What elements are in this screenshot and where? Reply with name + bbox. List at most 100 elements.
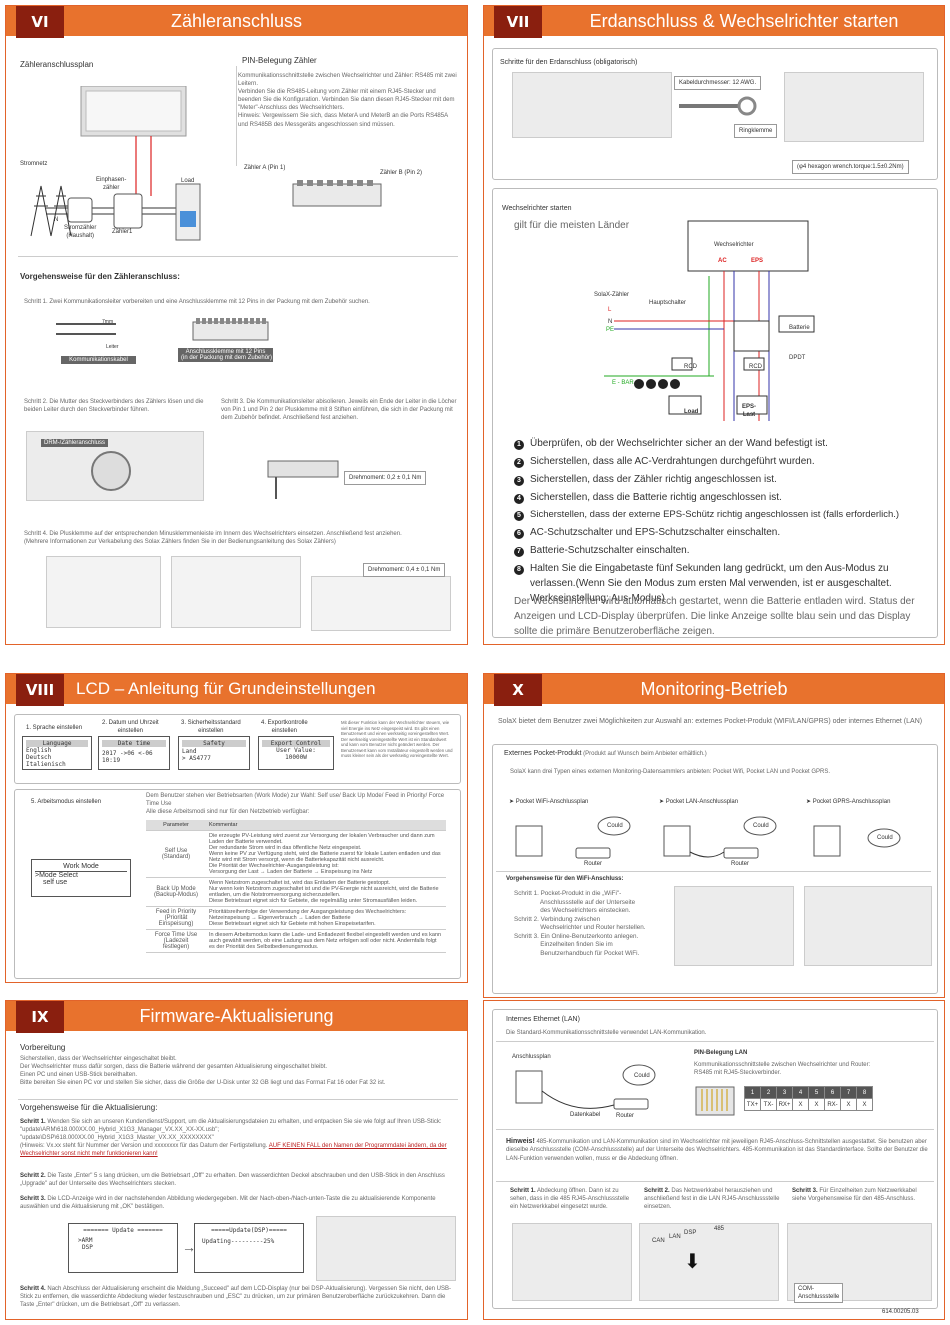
cloud-label-3: Could: [877, 835, 893, 841]
pin-text: Kommunikationsschnittstelle zwischen Wec…: [238, 73, 457, 128]
table-row: Back Up Mode (Backup-Modus)Wenn Netzstro…: [146, 877, 446, 907]
panel-meter-connection: VI Zähleranschluss Zähleranschlussplan P…: [5, 5, 468, 645]
section-number: VI: [16, 6, 64, 38]
port-485-label: 485: [714, 1226, 725, 1232]
wifi-plan-label: ➤ Pocket WiFi-Anschlussplan: [509, 799, 589, 805]
section-number: X: [494, 674, 542, 706]
pin-b-label: Zähler B (Pin 2): [380, 170, 423, 176]
lan-note: Hinweis! 485-Kommunikation und LAN-Kommu…: [506, 1138, 928, 1162]
terminal-12-pin-image: [192, 318, 269, 341]
rj45-plug-image: [695, 1086, 735, 1116]
lan-step2-image: [639, 1223, 779, 1301]
router-label-2: Router: [731, 861, 750, 867]
panel-header: IX Firmware-Aktualisierung: [6, 1001, 467, 1033]
doc-id: 614.00205.03: [882, 1309, 919, 1315]
meter-wiring-diagram: [30, 86, 201, 241]
wifi-steps: Schritt 1. Pocket-Produkt in die „WiFi"-…: [514, 890, 646, 957]
lan-plan-label: ➤ Pocket LAN-Anschlussplan: [659, 799, 739, 805]
router-label-1: Router: [584, 861, 603, 867]
dsp-label: DSP: [684, 1230, 697, 1236]
update-step4: Schritt 4. Nach Abschluss der Aktualisie…: [20, 1286, 452, 1309]
section-title: Erdanschluss & Wechselrichter starten: [589, 11, 899, 31]
upgrade-port-image: [316, 1216, 456, 1281]
ring-terminal-label: Ringklemme: [734, 124, 778, 139]
rcd-label-2: RCD: [749, 364, 762, 370]
step-work-mode-label: 5. Arbeitsmodus einstellen: [31, 799, 102, 805]
rcd-label-1: RCD: [684, 364, 697, 370]
cable-label: Kommunikationskabel: [61, 356, 136, 364]
update-select-screen: ======= Update ======= >ARM DSP: [68, 1223, 178, 1273]
external-pocket-box: [492, 744, 938, 994]
lan-box: [492, 1009, 938, 1309]
work-mode-intro: Dem Benutzer stehen vier Betriebsarten (…: [146, 793, 445, 816]
procedure-title: Vorgehensweise für den Zähleranschluss:: [20, 272, 180, 281]
wifi-plug-image-1: [674, 886, 794, 966]
arrow-down-icon: ⬇: [684, 1251, 701, 1273]
panel-header: VIII LCD – Anleitung für Grundeinstellun…: [6, 674, 467, 706]
panel-monitoring: X Monitoring-Betrieb SolaX bietet dem Be…: [483, 673, 945, 998]
pin-title: PIN-Belegung Zähler: [242, 56, 317, 65]
cloud-label: Could: [634, 1073, 650, 1079]
language-screen: Language English Deutsch Italienisch: [22, 736, 92, 770]
ac-label: AC: [718, 258, 727, 264]
lan-plan-diagram: [515, 1064, 656, 1110]
load-label: Load: [684, 409, 699, 415]
safety-screen: Safety Land > AS4777: [178, 736, 250, 770]
cloud-label-1: Could: [607, 823, 623, 829]
wifi-proc-title: Vorgehensweise für den WiFi-Anschluss:: [506, 876, 624, 882]
com-port-label: COM- Anschlussstelle: [794, 1283, 844, 1304]
torque2-label: Drehmoment: 0,4 ± 0,1 Nm: [363, 563, 446, 578]
can-label: CAN: [652, 1238, 665, 1244]
lan-title: Internes Ethernet (LAN): [506, 1016, 580, 1023]
panel-lcd-settings: VIII LCD – Anleitung für Grundeinstellun…: [5, 673, 468, 983]
table-row: Force Time Use (Ladezeit festlegen)In di…: [146, 929, 446, 953]
neutral-label: N: [54, 217, 59, 223]
cloud-label-2: Could: [753, 823, 769, 829]
earth-inverter-image: [512, 72, 672, 138]
load-label: Load: [181, 178, 195, 184]
stripped-wire-terminal-image: [267, 460, 339, 499]
meter1-label: Zähler1: [112, 229, 133, 235]
step-export-label: 4. Exportkontrolle einstellen: [261, 720, 308, 735]
eps-label: EPS: [751, 258, 764, 264]
panel-header: X Monitoring-Betrieb: [484, 674, 944, 706]
lan-text: Die Standard-Kommunikationsschnittstelle…: [506, 1030, 707, 1036]
router-label: Router: [616, 1113, 635, 1119]
section-number: VII: [494, 6, 542, 38]
grid-meter-label: Stromzähler (Haushalt): [64, 225, 97, 240]
step4-text: Schritt 4. Die Plusklemme auf der entspr…: [24, 531, 402, 546]
step4-image-3: [311, 576, 451, 631]
step4-image-2: [171, 556, 301, 628]
lan-step2: Schritt 2. Das Netzwerkkabel herausziehe…: [644, 1188, 780, 1211]
pin-lan-title: PIN-Belegung LAN: [694, 1050, 748, 1056]
table-row: Self Use (Standard)Die erzeugte PV-Leist…: [146, 830, 446, 878]
column-header: Parameter: [146, 820, 206, 831]
lan-step3: Schritt 3. Für Einzelheiten zum Netzwerk…: [792, 1188, 917, 1203]
eps-load-label: EPS- Last: [742, 404, 757, 419]
table-row: Feed in Priority (Priorität Einspeisung)…: [146, 906, 446, 930]
start-final-note: Der Wechselrichter wird automatisch gest…: [514, 596, 915, 637]
pocket-plans-diagram: [515, 816, 901, 859]
lan-step1: Schritt 1. Abdeckung öffnen. Dann ist zu…: [510, 1188, 630, 1211]
update-step1: Schritt 1. Wenden Sie sich an unseren Ku…: [20, 1119, 447, 1158]
earth-wrench-image: [784, 72, 924, 142]
step-language-label: 1. Sprache einstellen: [26, 725, 83, 731]
export-note: Mit dieser Funktion kann der Wechselrich…: [341, 720, 453, 759]
external-pocket-text: SolaX kann drei Typen eines externen Mon…: [510, 769, 831, 775]
meter-pin-connector: [292, 180, 382, 207]
panel-lan: Internes Ethernet (LAN) Die Standard-Kom…: [483, 1000, 945, 1320]
lan-port-label: LAN: [669, 1234, 681, 1240]
ring-terminal-image: [679, 96, 757, 116]
applies-note: gilt für die meisten Länder: [514, 220, 630, 231]
plan-title: Zähleranschlussplan: [20, 60, 94, 69]
ebar-label: E - BAR: [612, 380, 634, 386]
section-number: VIII: [16, 674, 64, 706]
pin-lan-text: Kommunikationsschnittstelle zwischen Wec…: [694, 1062, 871, 1077]
section-title: Firmware-Aktualisierung: [139, 1006, 334, 1026]
plan-label: Anschlussplan: [512, 1054, 551, 1060]
